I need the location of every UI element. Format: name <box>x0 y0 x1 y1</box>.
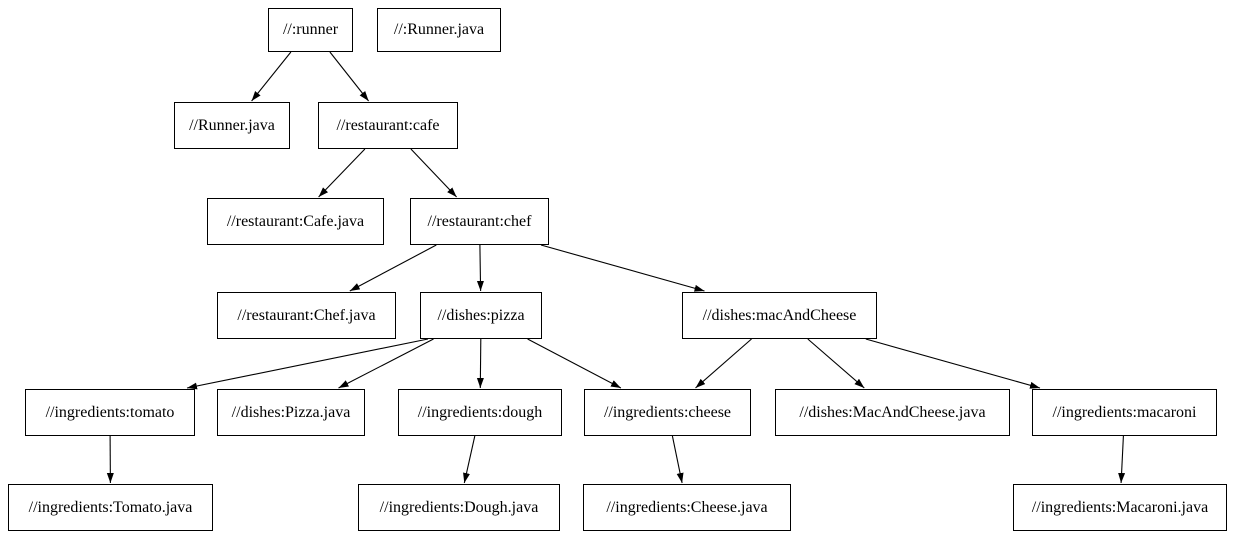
graph-node-colon-runner-java: //:Runner.java <box>377 8 501 52</box>
node-label: //ingredients:tomato <box>45 403 175 421</box>
edge-chef-to-mac-and-cheese <box>540 244 705 292</box>
graph-node-cheese-java: //ingredients:Cheese.java <box>583 484 791 531</box>
node-label: //dishes:MacAndCheese.java <box>799 403 986 421</box>
edge-chef-to-pizza <box>476 244 484 292</box>
graph-node-pizza-java: //dishes:Pizza.java <box>217 389 365 436</box>
node-label: //ingredients:Macaroni.java <box>1031 498 1209 516</box>
graph-node-macaroni-java: //ingredients:Macaroni.java <box>1013 484 1227 531</box>
edge-pizza-to-cheese <box>527 338 622 389</box>
node-label: //restaurant:Cafe.java <box>226 212 365 230</box>
node-label: //restaurant:Chef.java <box>237 306 376 324</box>
edge-mac-and-cheese-to-macaroni <box>865 338 1041 389</box>
graph-node-mac-and-cheese-java: //dishes:MacAndCheese.java <box>775 389 1010 436</box>
edge-macaroni-to-macaroni-java <box>1118 435 1126 484</box>
edge-mac-and-cheese-to-cheese <box>695 338 752 389</box>
node-label: //ingredients:dough <box>417 403 543 421</box>
node-label: //dishes:pizza <box>437 306 525 324</box>
node-label: //ingredients:macaroni <box>1052 403 1197 421</box>
node-label: //dishes:Pizza.java <box>231 403 351 421</box>
graph-node-tomato: //ingredients:tomato <box>25 389 195 436</box>
graph-node-pizza: //dishes:pizza <box>420 292 542 339</box>
graph-node-dough-java: //ingredients:Dough.java <box>358 484 560 531</box>
edge-runner-to-runner-java <box>251 51 292 102</box>
graph-node-chef-java: //restaurant:Chef.java <box>217 292 396 339</box>
graph-node-dough: //ingredients:dough <box>398 389 562 436</box>
graph-node-runner: //:runner <box>268 8 353 52</box>
edge-cafe-to-cafe-java <box>318 148 366 198</box>
node-label: //:runner <box>282 21 339 38</box>
node-label: //restaurant:chef <box>427 212 532 230</box>
edge-mac-and-cheese-to-mac-and-cheese-java <box>807 338 865 389</box>
graph-node-mac-and-cheese: //dishes:macAndCheese <box>682 292 877 339</box>
edge-cafe-to-chef <box>410 148 457 198</box>
node-label: //ingredients:Cheese.java <box>606 498 768 516</box>
graph-node-cafe: //restaurant:cafe <box>318 102 458 149</box>
node-label: //ingredients:Tomato.java <box>28 498 193 516</box>
node-label: //dishes:macAndCheese <box>702 306 857 324</box>
edge-dough-to-dough-java <box>463 435 476 484</box>
edge-pizza-to-tomato <box>186 338 429 390</box>
graph-node-cheese: //ingredients:cheese <box>584 389 751 436</box>
graph-node-runner-java: //Runner.java <box>174 102 290 149</box>
graph-node-macaroni: //ingredients:macaroni <box>1032 389 1217 436</box>
edge-cheese-to-cheese-java <box>671 435 684 484</box>
node-label: //:Runner.java <box>393 21 485 38</box>
node-label: //Runner.java <box>189 116 275 134</box>
edge-pizza-to-dough <box>476 338 484 389</box>
edge-runner-to-cafe <box>329 51 370 102</box>
graph-node-chef: //restaurant:chef <box>410 198 549 245</box>
edge-pizza-to-pizza-java <box>338 338 434 389</box>
node-label: //ingredients:Dough.java <box>379 498 539 516</box>
node-label: //restaurant:cafe <box>336 116 440 134</box>
graph-node-tomato-java: //ingredients:Tomato.java <box>8 484 213 531</box>
edge-chef-to-chef-java <box>349 244 437 292</box>
node-label: //ingredients:cheese <box>603 403 732 421</box>
graph-node-cafe-java: //restaurant:Cafe.java <box>207 198 384 245</box>
